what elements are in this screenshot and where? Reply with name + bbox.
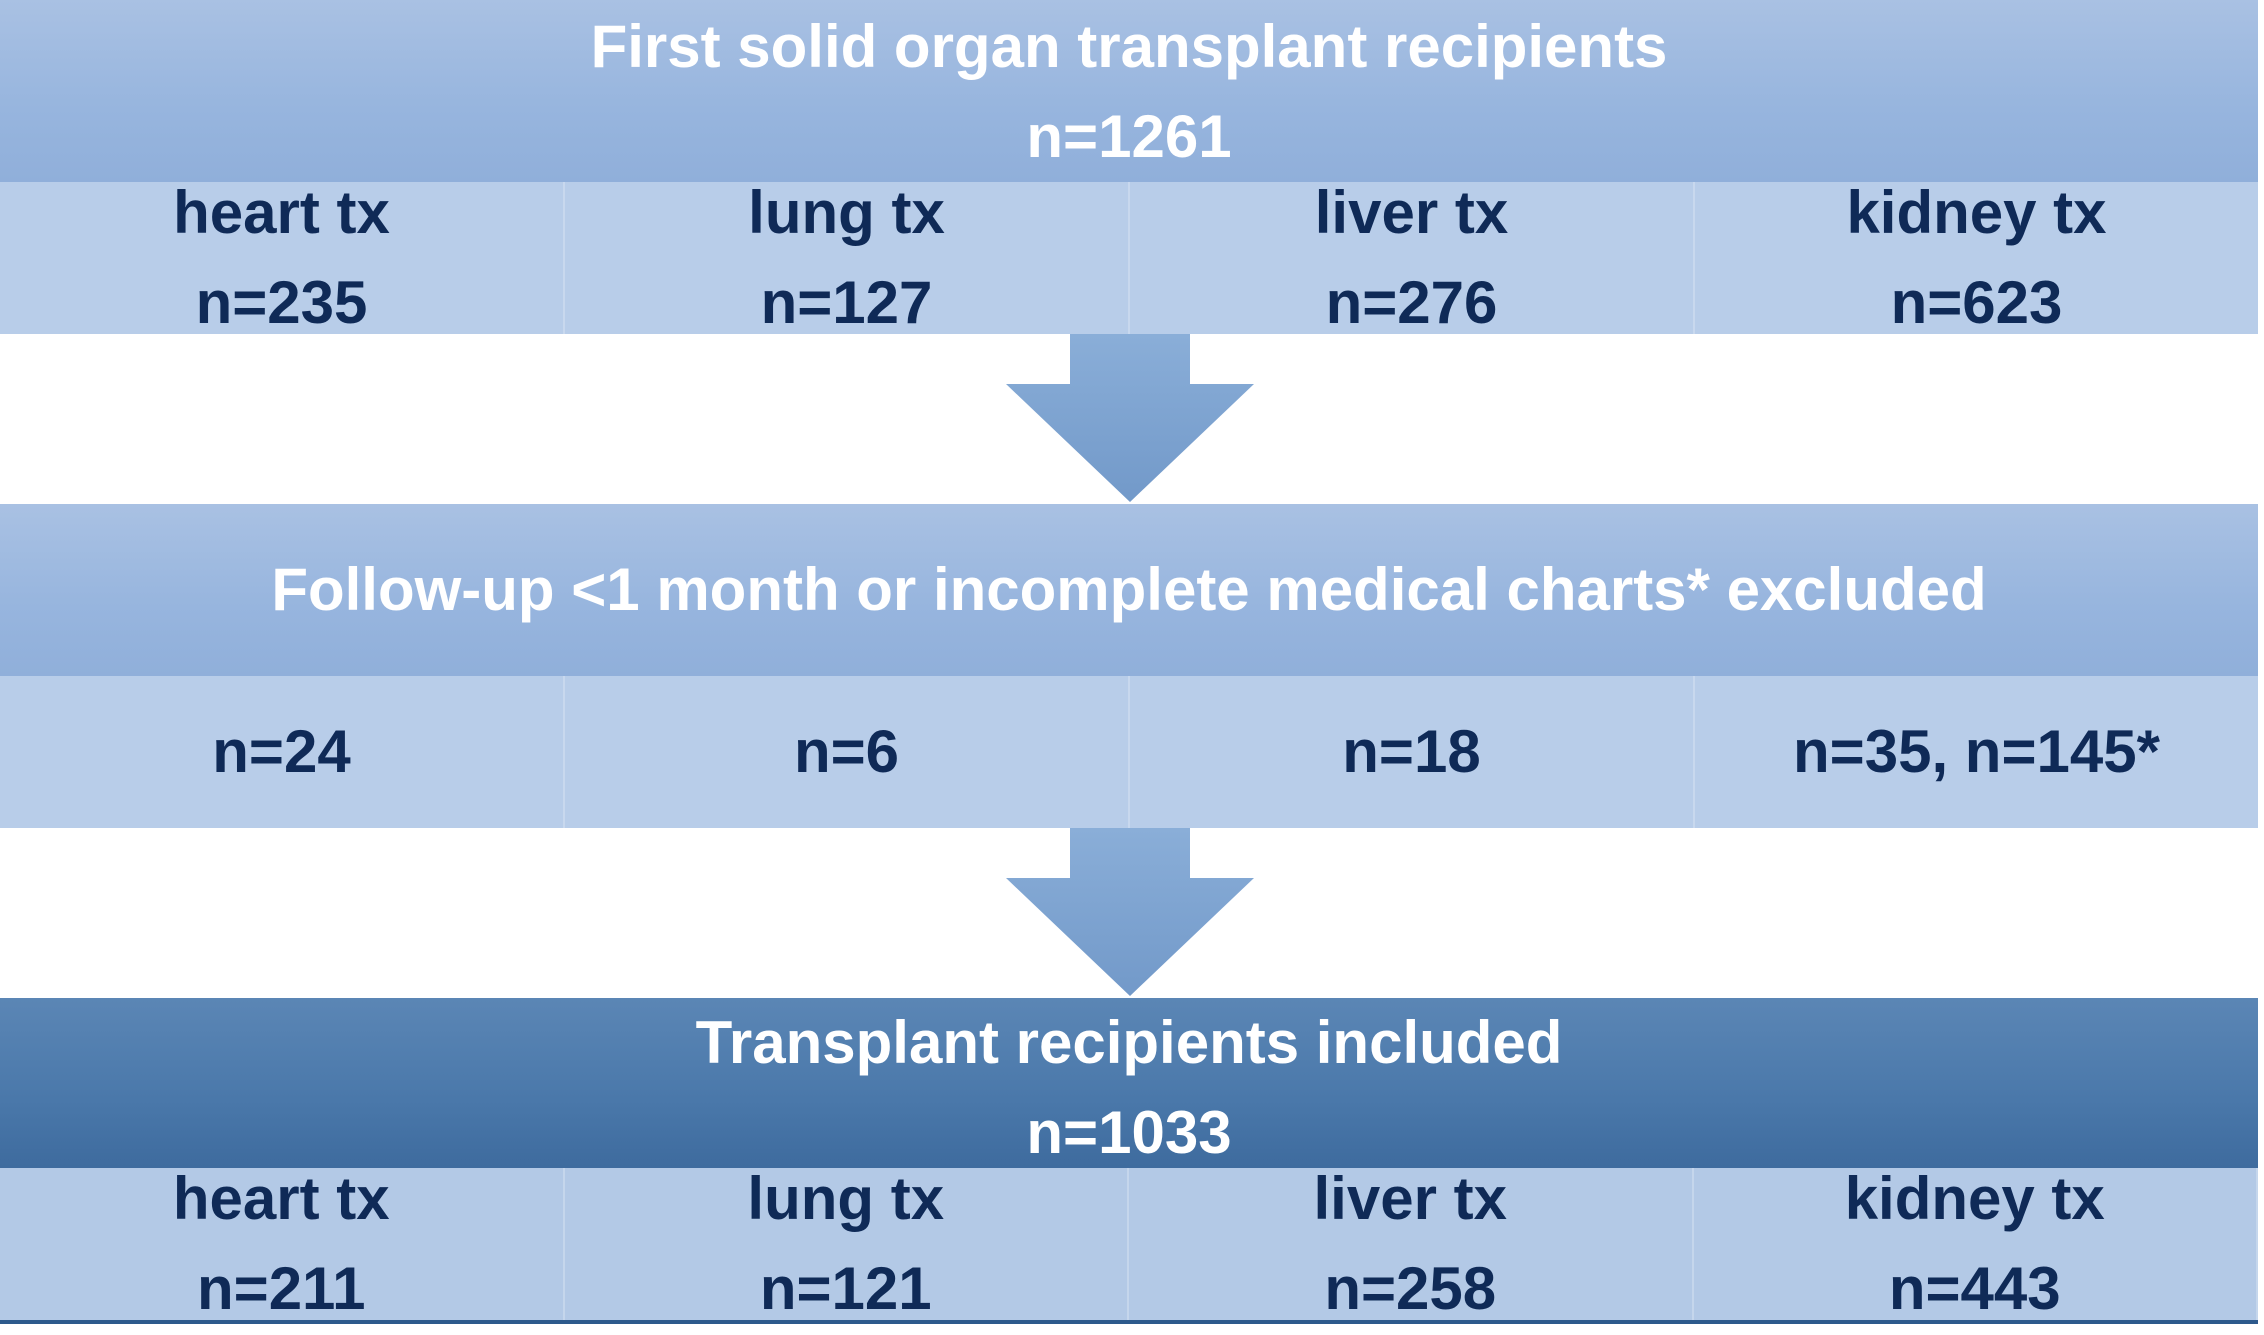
group-count: n=211 bbox=[197, 1255, 366, 1322]
top-group-liver: liver tx n=276 bbox=[1130, 179, 1695, 336]
excluded-liver: n=18 bbox=[1130, 676, 1695, 828]
top-total: n=1261 bbox=[1026, 103, 1232, 170]
group-label: heart tx bbox=[173, 179, 390, 246]
included-title: Transplant recipients included bbox=[695, 1009, 1563, 1076]
excluded-counts-row: n=24 n=6 n=18 n=35, n=145* bbox=[0, 676, 2258, 828]
excluded-count: n=24 bbox=[212, 718, 351, 785]
included-group-liver: liver tx n=258 bbox=[1129, 1165, 1694, 1322]
top-title: First solid organ transplant recipients bbox=[590, 13, 1668, 80]
group-count: n=258 bbox=[1324, 1255, 1497, 1322]
included-total: n=1033 bbox=[1026, 1099, 1232, 1166]
group-label: liver tx bbox=[1314, 179, 1509, 246]
group-label: lung tx bbox=[748, 179, 945, 246]
group-label: kidney tx bbox=[1846, 179, 2107, 246]
excluded-count: n=18 bbox=[1342, 718, 1481, 785]
included-group-kidney: kidney tx n=443 bbox=[1694, 1165, 2258, 1322]
excluded-kidney: n=35, n=145* bbox=[1695, 676, 2258, 828]
excluded-lung: n=6 bbox=[565, 676, 1130, 828]
top-group-kidney: kidney tx n=623 bbox=[1695, 179, 2258, 336]
included-header: Transplant recipients included n=1033 bbox=[0, 998, 2258, 1168]
excluded-header: Follow-up <1 month or incomplete medical… bbox=[0, 504, 2258, 676]
top-group-heart: heart tx n=235 bbox=[0, 179, 565, 336]
group-label: heart tx bbox=[172, 1165, 390, 1232]
top-header: First solid organ transplant recipients … bbox=[0, 0, 2258, 182]
group-label: lung tx bbox=[747, 1165, 945, 1232]
top-group-lung: lung tx n=127 bbox=[565, 179, 1130, 336]
group-count: n=443 bbox=[1888, 1255, 2061, 1322]
group-count: n=623 bbox=[1890, 269, 2063, 336]
group-count: n=276 bbox=[1325, 269, 1498, 336]
down-arrow-icon bbox=[1006, 828, 1254, 996]
group-label: liver tx bbox=[1313, 1165, 1507, 1232]
excluded-count: n=6 bbox=[793, 718, 900, 785]
group-count: n=121 bbox=[759, 1255, 932, 1322]
group-label: kidney tx bbox=[1844, 1165, 2105, 1232]
included-group-heart: heart tx n=211 bbox=[0, 1165, 565, 1322]
excluded-count: n=35, n=145* bbox=[1793, 718, 2160, 785]
down-arrow-icon bbox=[1006, 334, 1254, 502]
excluded-heart: n=24 bbox=[0, 676, 565, 828]
group-count: n=127 bbox=[760, 269, 933, 336]
included-groups-row: heart tx n=211 lung tx n=121 liver tx n=… bbox=[0, 1165, 2258, 1324]
included-group-lung: lung tx n=121 bbox=[565, 1165, 1129, 1322]
excluded-title: Follow-up <1 month or incomplete medical… bbox=[271, 556, 1987, 623]
top-groups-row: heart tx n=235 lung tx n=127 liver tx n=… bbox=[0, 179, 2258, 336]
group-count: n=235 bbox=[195, 269, 368, 336]
